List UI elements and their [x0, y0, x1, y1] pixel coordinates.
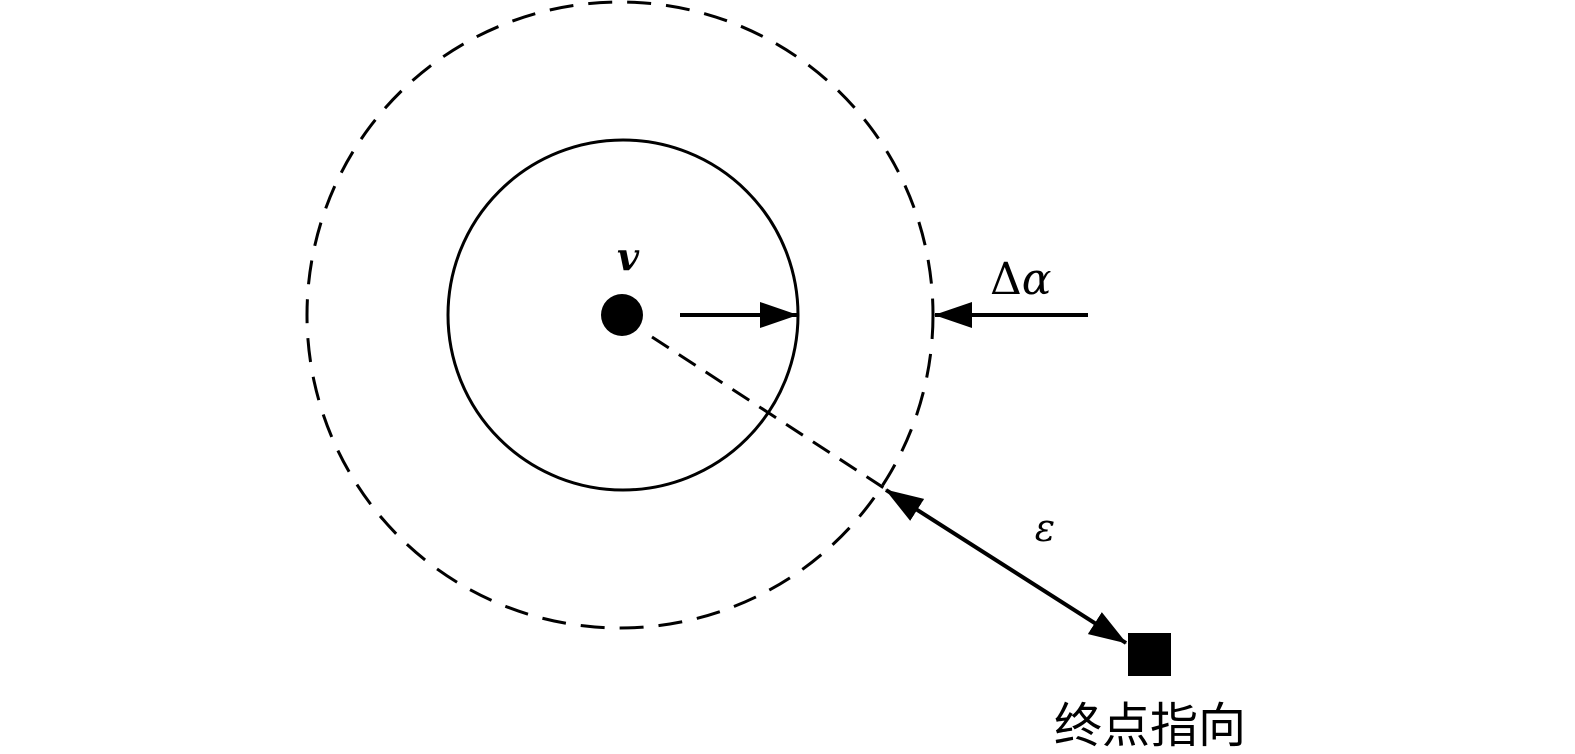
alpha-symbol: α [1022, 254, 1052, 305]
delta-alpha-label: Δα [990, 254, 1052, 305]
inner-solid-circle [446, 138, 800, 492]
velocity-label: v [617, 234, 640, 279]
terminal-pointing-label: 终点指向 [1054, 698, 1246, 754]
center-dot [601, 294, 643, 336]
dashed-direction-line [651, 335, 885, 490]
delta-symbol: Δ [990, 254, 1022, 305]
outer-dashed-circle [305, 0, 935, 630]
epsilon-label: ε [1035, 506, 1055, 550]
terminal-point-square [1128, 633, 1171, 676]
epsilon-double-arrow [884, 488, 1128, 645]
